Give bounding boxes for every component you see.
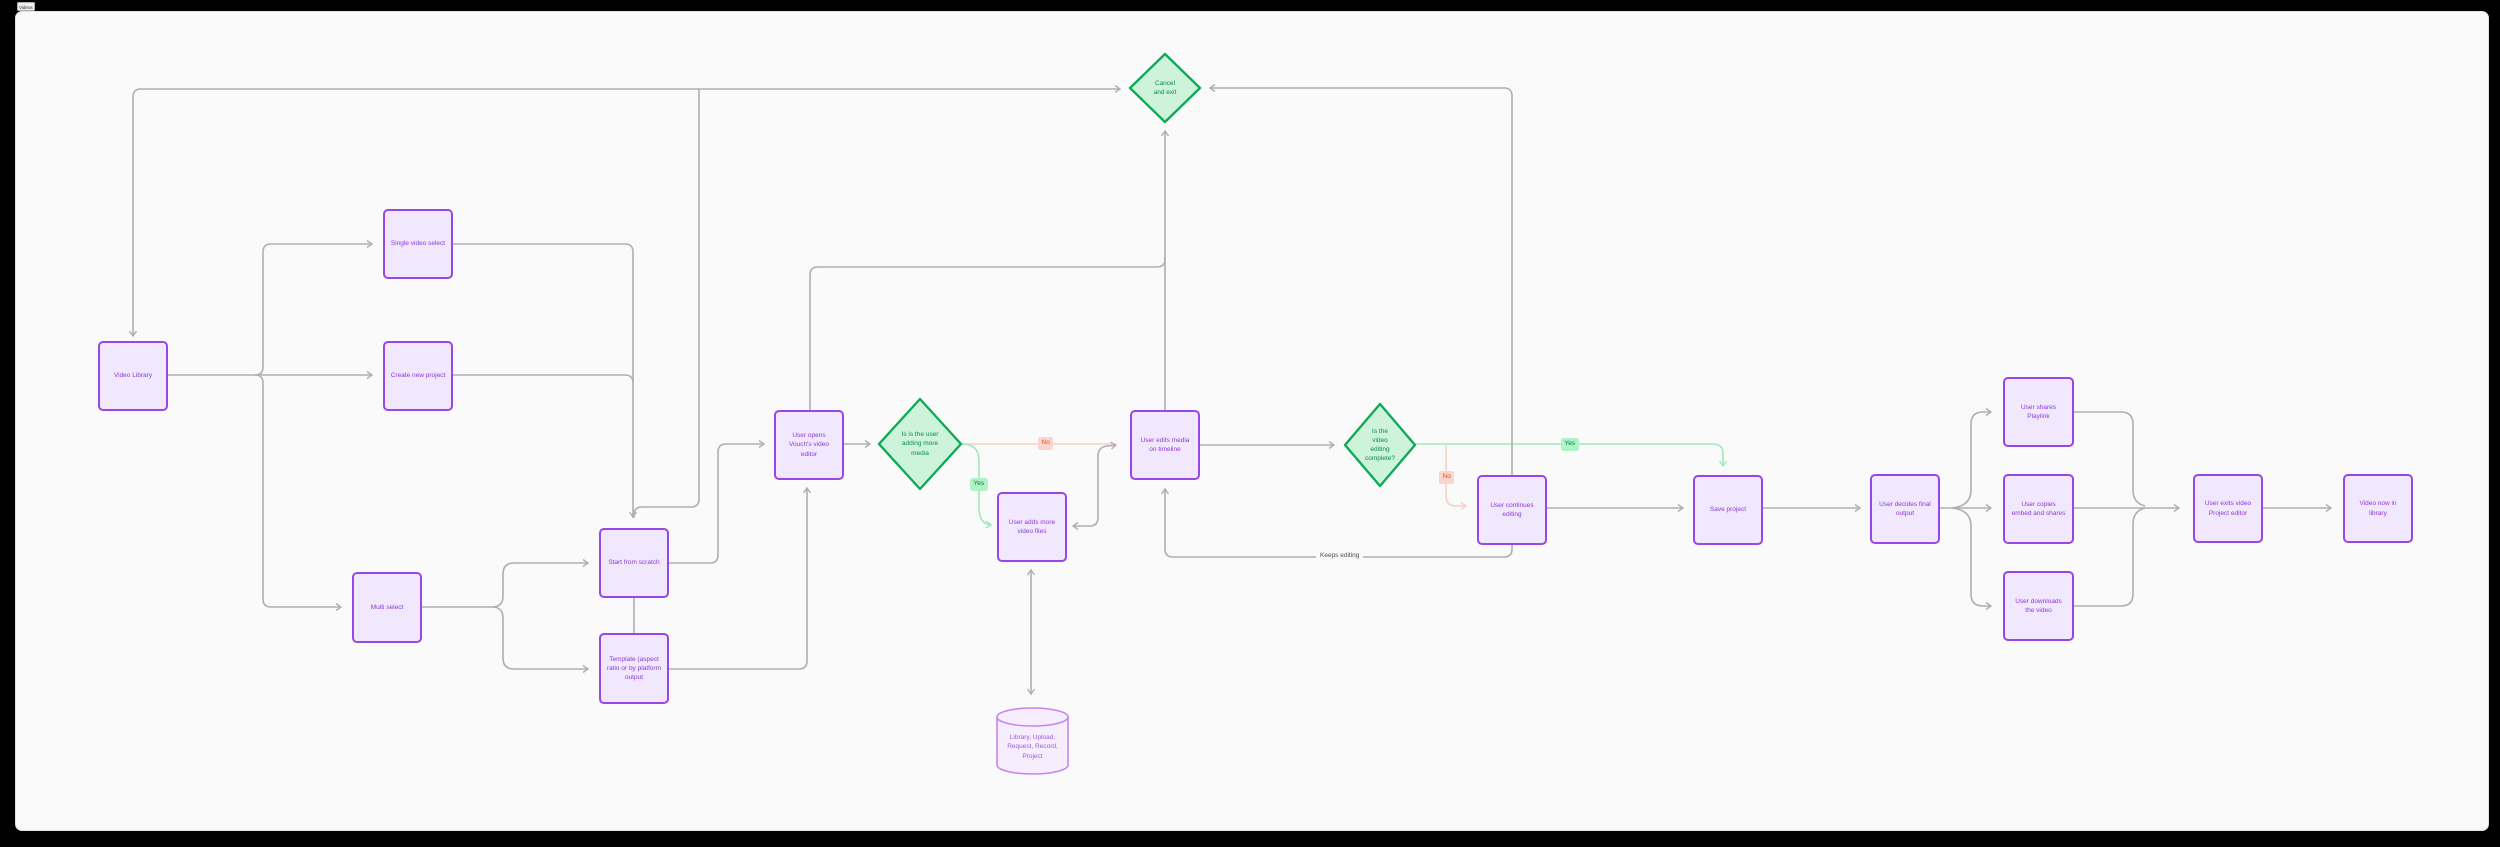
node-create-new-project[interactable]: Create new project — [383, 341, 453, 411]
label-keeps-editing[interactable]: Keeps editing — [1316, 552, 1364, 561]
node-user-copies-embed[interactable]: User copies embed and shares — [2003, 474, 2074, 544]
connector-keeps-editing-loop[interactable] — [1160, 487, 1513, 558]
node-adding-more-media-shape — [877, 397, 963, 491]
node-cancel-and-exit-label: Cancel and exit — [1153, 79, 1177, 96]
connector-decides-to-playlink[interactable] — [1951, 407, 1993, 509]
node-user-downloads-video-label: User downloads the video — [2015, 597, 2062, 614]
connector-library-to-single[interactable] — [254, 239, 374, 376]
connector-editor-to-cancel[interactable] — [809, 255, 1166, 410]
node-multi-select-label: Multi select — [370, 603, 404, 611]
connector-decision2-no[interactable] — [1445, 445, 1468, 511]
node-user-exits-editor[interactable]: User exits video Project editor — [2193, 474, 2263, 543]
node-user-continues-editing[interactable]: User continues editing — [1477, 475, 1547, 545]
node-cancel-and-exit[interactable]: Cancel and exit — [1128, 52, 1202, 124]
node-create-new-project-label: Create new project — [390, 372, 446, 380]
node-user-edits-timeline[interactable]: User edits media on timeline — [1130, 410, 1200, 480]
node-video-library-label: Video Library — [113, 372, 153, 380]
node-user-opens-editor[interactable]: User opens Vouch's video editor — [774, 410, 844, 480]
node-video-now-in-library[interactable]: Video now in library — [2343, 474, 2413, 543]
node-user-decides-output-label: User decides final output — [1879, 500, 1931, 517]
node-cancel-and-exit-shape — [1128, 52, 1202, 124]
connector-top-rail-to-start[interactable] — [633, 89, 700, 518]
connector-start-to-editor[interactable] — [669, 439, 766, 564]
label-yes-editing-complete[interactable]: Yes — [1561, 438, 1579, 451]
node-user-downloads-video[interactable]: User downloads the video — [2003, 571, 2074, 641]
connector-continues-to-cancel[interactable] — [1208, 83, 1513, 475]
node-editing-complete-shape — [1343, 402, 1417, 488]
connector-top-loop[interactable] — [128, 84, 1122, 338]
connector-playlink-merge[interactable] — [2074, 411, 2146, 507]
node-user-continues-editing-label: User continues editing — [1490, 501, 1534, 518]
node-save-project-label: Save project — [1709, 506, 1747, 514]
node-start-from-scratch[interactable]: Start from scratch — [599, 528, 669, 598]
node-template[interactable]: Template (aspect ratio or by platform ou… — [599, 633, 669, 704]
connector-adds-timeline-link[interactable] — [1071, 441, 1118, 531]
node-user-edits-timeline-label: User edits media on timeline — [1140, 436, 1190, 453]
node-single-video-select[interactable]: Single video select — [383, 209, 453, 279]
node-user-exits-editor-label: User exits video Project editor — [2204, 500, 2252, 517]
connector-single-out[interactable] — [453, 243, 634, 253]
node-user-copies-embed-label: User copies embed and shares — [2011, 500, 2066, 517]
node-save-project[interactable]: Save project — [1693, 475, 1763, 545]
node-user-shares-playlink-label: User shares Playlink — [2020, 403, 2057, 420]
node-video-library[interactable]: Video Library — [98, 341, 168, 411]
node-media-sources[interactable]: Library, Upload, Request, Record, Projec… — [996, 707, 1069, 775]
node-user-adds-media-label: User adds more video files — [1008, 518, 1056, 535]
node-multi-select[interactable]: Multi select — [352, 572, 422, 643]
connector-template-to-editor[interactable] — [669, 486, 812, 670]
node-user-adds-media[interactable]: User adds more video files — [997, 492, 1067, 562]
node-user-shares-playlink[interactable]: User shares Playlink — [2003, 377, 2074, 447]
node-video-now-in-library-label: Video now in library — [2359, 500, 2397, 517]
node-adding-more-media[interactable]: Is is the user adding more media — [877, 397, 963, 491]
node-editing-complete-label: Is the video editing complete? — [1365, 427, 1395, 463]
connector-multi-to-start[interactable] — [491, 558, 590, 608]
label-no-editing-complete[interactable]: No — [1439, 471, 1455, 484]
node-adding-more-media-label: Is is the user adding more media — [901, 431, 939, 457]
connector-library-to-multi[interactable] — [254, 374, 343, 612]
connector-decision2-yes[interactable] — [1415, 443, 1728, 468]
node-user-opens-editor-label: User opens Vouch's video editor — [789, 432, 829, 458]
node-single-video-select-label: Single video select — [390, 240, 446, 248]
connector-create-out[interactable] — [453, 374, 634, 384]
section-tab-videos[interactable]: Videos — [17, 2, 35, 11]
node-start-from-scratch-label: Start from scratch — [608, 559, 660, 567]
node-media-sources-shape — [996, 707, 1069, 775]
node-user-decides-output[interactable]: User decides final output — [1870, 474, 1940, 544]
connector-downloads-merge[interactable] — [2074, 507, 2146, 607]
node-media-sources-label: Library, Upload, Request, Record, Projec… — [1007, 734, 1058, 760]
connector-multi-to-template[interactable] — [491, 606, 590, 674]
label-yes-adding-media[interactable]: Yes — [970, 478, 988, 491]
node-editing-complete[interactable]: Is the video editing complete? — [1343, 402, 1417, 488]
connector-decides-to-downloads[interactable] — [1951, 507, 1993, 611]
label-no-adding-media[interactable]: No — [1038, 437, 1054, 450]
node-template-label: Template (aspect ratio or by platform ou… — [606, 655, 662, 682]
